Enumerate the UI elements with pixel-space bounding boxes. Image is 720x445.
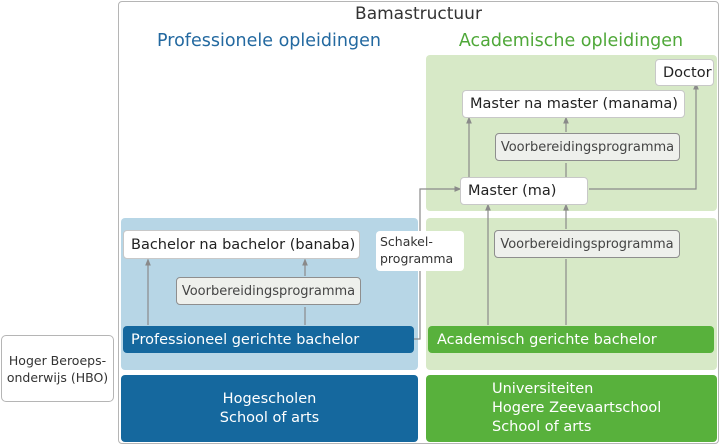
institution-hogescholen: Hogescholen [222,390,317,407]
doctor-box: Doctor [655,59,714,86]
hbo-line-1: Hoger Beroeps- [8,352,107,368]
bridge-line-1: Schakel- [380,234,433,249]
master-box: Master (ma) [460,177,588,205]
academic-header: Academische opleidingen [458,31,684,51]
institution-universiteiten: Universiteiten [492,381,594,397]
manama-box: Master na master (manama) [462,90,685,118]
professional-bachelor-bar: Professioneel gerichte bachelor [123,326,414,353]
arrow-master-to-doctor [589,82,699,190]
academic-bachelor-bar: Academisch gerichte bachelor [428,326,714,353]
institution-hogere-zeevaartschool: Hogere Zeevaartschool [492,400,662,416]
academic-institutions: Universiteiten Hogere Zeevaartschool Sch… [426,375,717,442]
bridge-program-label: Schakel- programma [376,231,464,271]
diagram-title: Bamastructuur [355,4,482,24]
hbo-line-2: onderwijs (HBO) [6,369,109,385]
manama-prep-box: Voorbereidingsprogramma [495,133,680,161]
professional-prep-box: Voorbereidingsprogramma [176,277,361,305]
professional-institutions: Hogescholen School of arts [121,375,418,442]
banaba-box: Bachelor na bachelor (banaba) [123,230,360,259]
hbo-label: Hoger Beroeps- onderwijs (HBO) [1,335,114,402]
master-prep-box: Voorbereidingsprogramma [494,230,680,258]
institution-school-of-arts-academic: School of arts [492,419,592,435]
bridge-line-2: programma [380,251,454,266]
professional-header: Professionele opleidingen [157,31,381,51]
institution-school-of-arts: School of arts [219,409,320,426]
